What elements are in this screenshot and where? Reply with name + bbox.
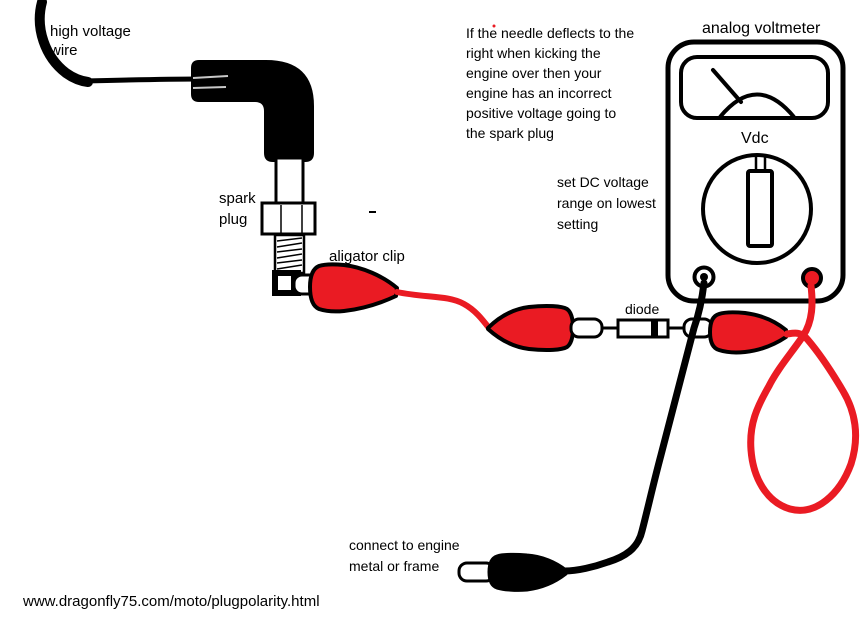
red-alligator-clip-2-icon xyxy=(486,303,575,353)
stray-dash xyxy=(369,211,376,213)
red-alligator-clip-1-icon xyxy=(308,262,399,314)
url-caption: www.dragonfly75.com/moto/plugpolarity.ht… xyxy=(23,593,320,610)
black-alligator-clip-icon xyxy=(487,552,568,592)
ground-connection-note: connect to engine metal or frame xyxy=(349,537,460,574)
black-test-wire xyxy=(561,279,708,575)
high-voltage-wire xyxy=(34,0,199,87)
range-dial-knob xyxy=(746,169,774,248)
red-wire-segment xyxy=(394,289,492,331)
diode-icon xyxy=(569,317,714,339)
meter-scale-arc xyxy=(718,92,796,119)
instruction-note: If the needle deflects to the right when… xyxy=(466,25,635,141)
spark-plug-cap-icon xyxy=(191,60,314,162)
diode-label: diode xyxy=(625,301,660,317)
red-alligator-clip-3-icon xyxy=(708,310,788,355)
vdc-label: Vdc xyxy=(741,130,769,147)
red-test-wire-loop xyxy=(747,282,860,514)
spark-plug-label: spark plug xyxy=(219,190,256,228)
meter-needle-icon xyxy=(711,68,743,104)
meter-display xyxy=(679,55,830,120)
alligator-clip-label: aligator clip xyxy=(329,248,405,265)
stray-red-dot xyxy=(492,24,496,28)
analog-voltmeter-icon xyxy=(665,39,846,304)
analog-voltmeter-label: analog voltmeter xyxy=(702,20,821,37)
high-voltage-wire-label: high voltage wire xyxy=(50,23,131,59)
range-setting-note: set DC voltage range on lowest setting xyxy=(557,174,656,232)
